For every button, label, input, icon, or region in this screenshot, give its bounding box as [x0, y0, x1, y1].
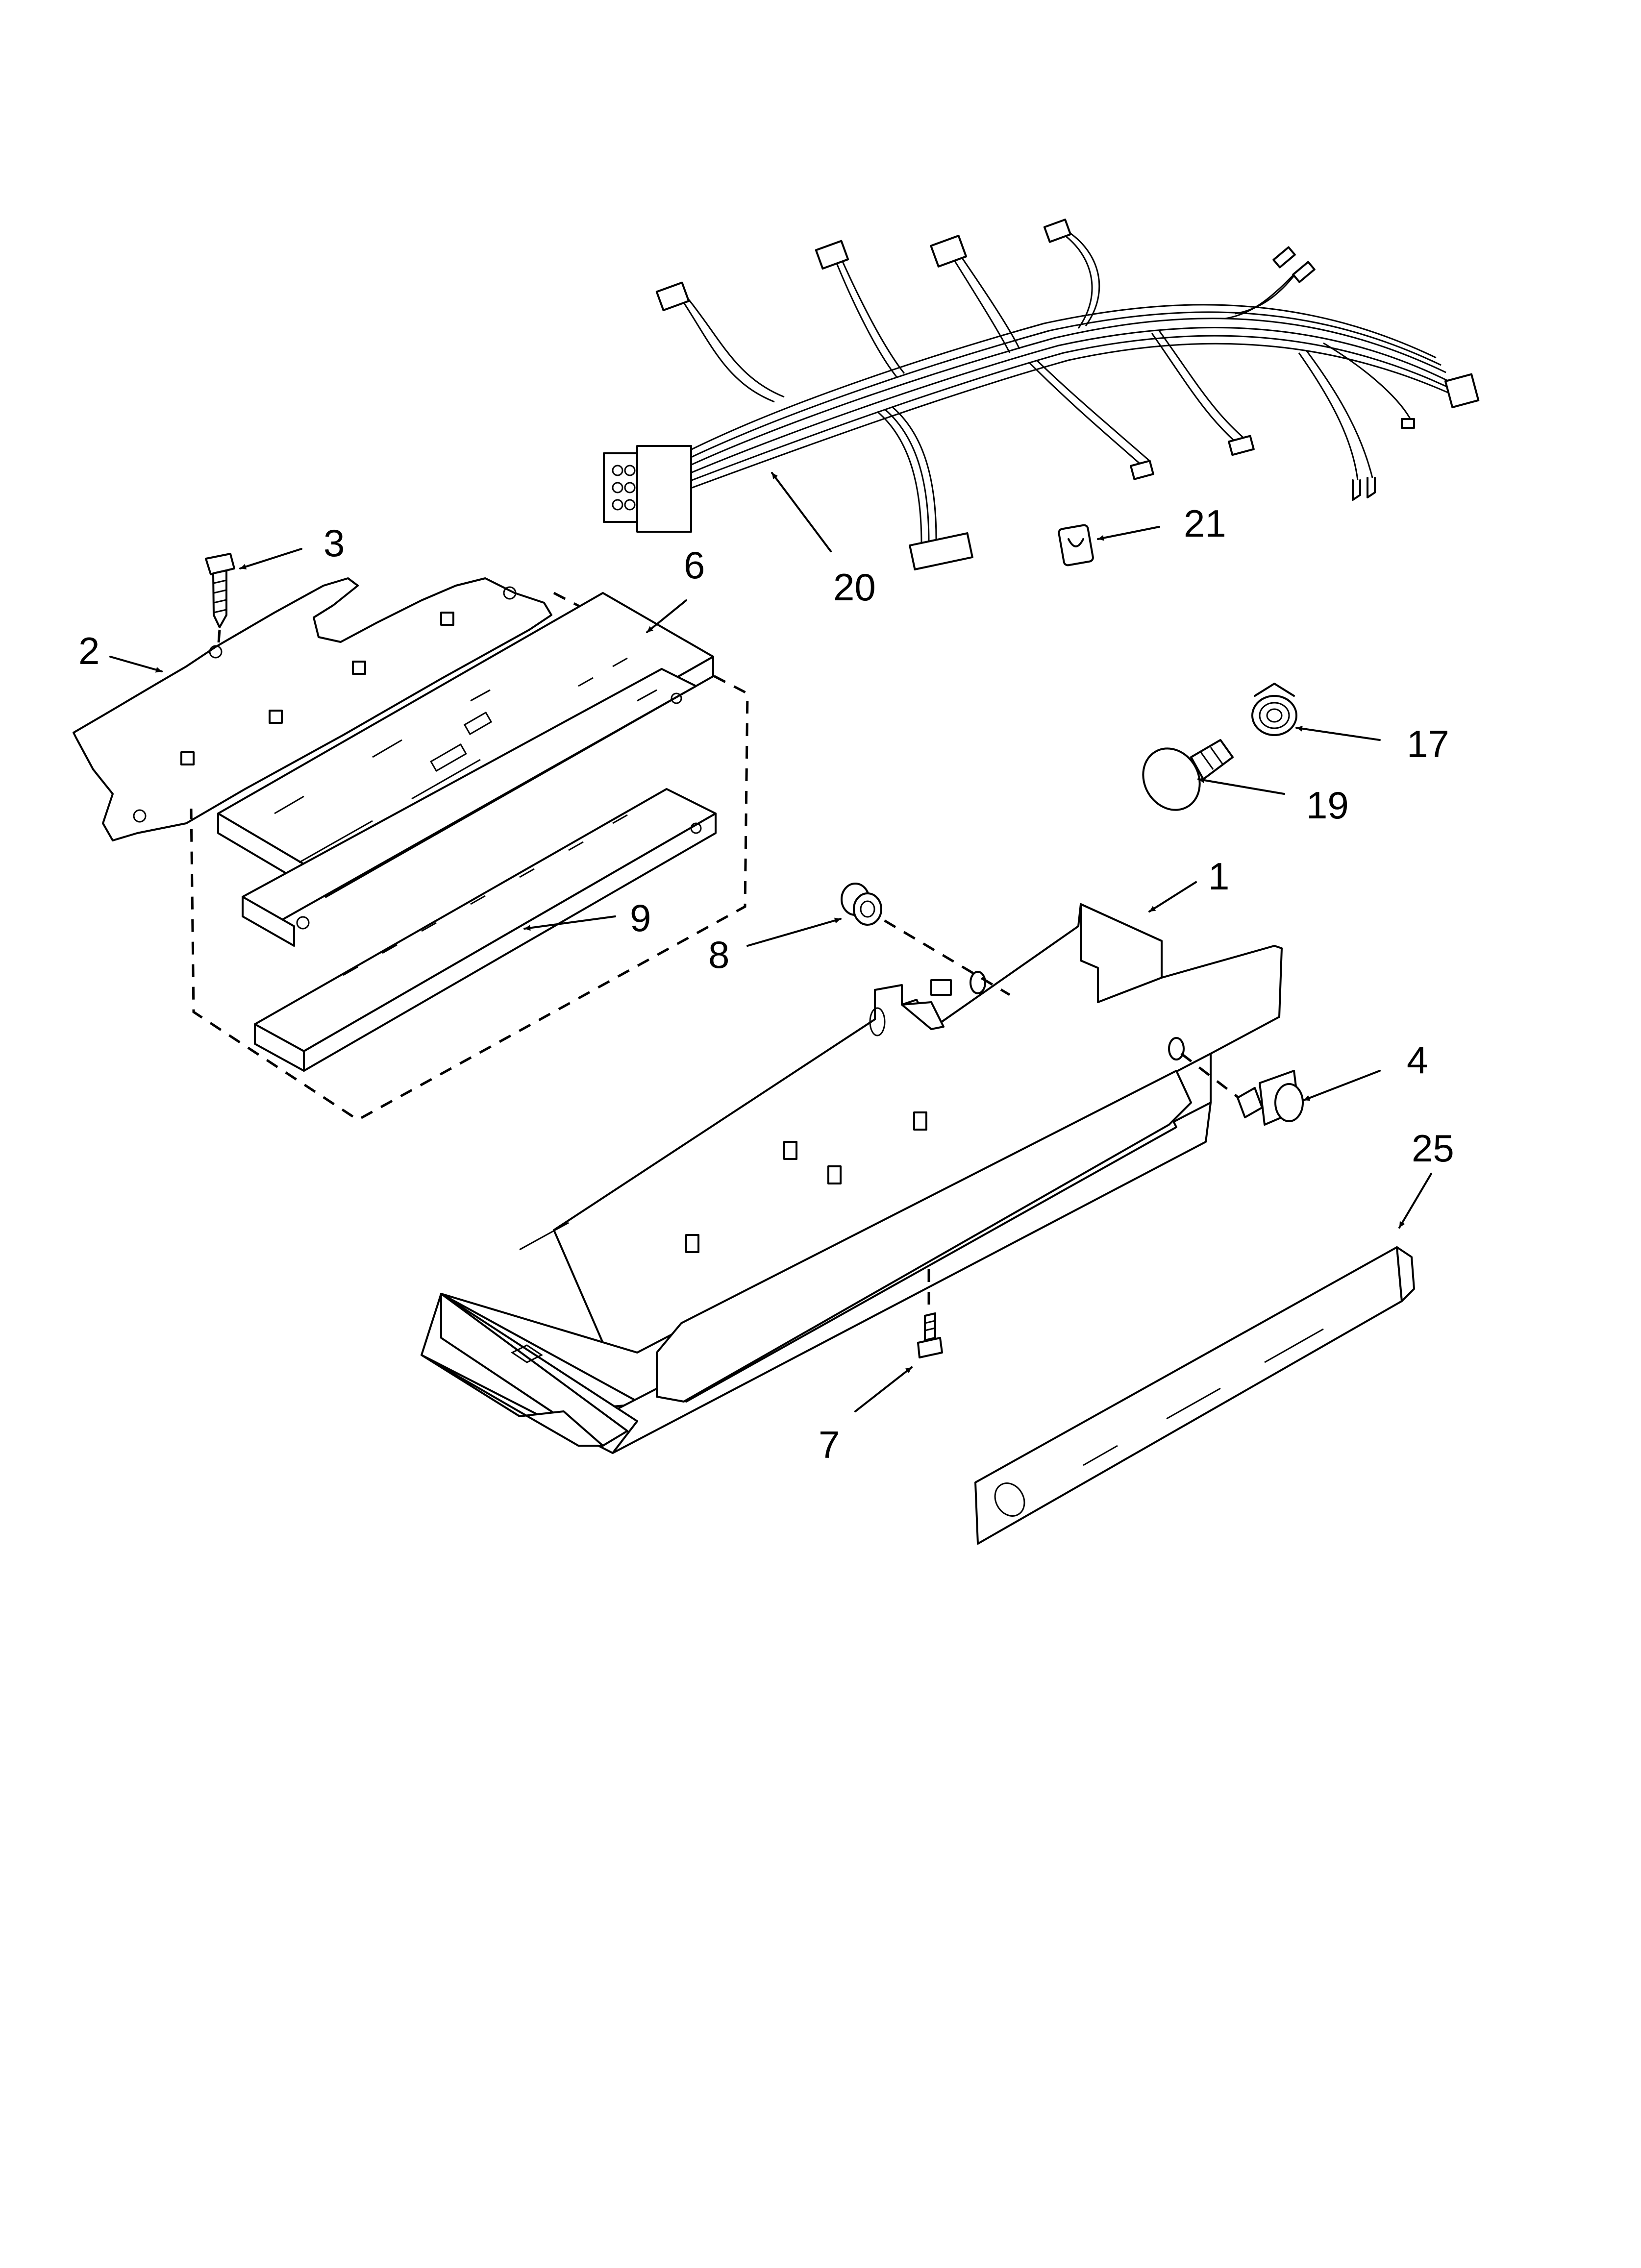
leader-9 — [523, 915, 616, 931]
callout-25: 25 — [1412, 1127, 1454, 1170]
callout-17: 17 — [1407, 722, 1449, 765]
overlay-panel — [974, 1246, 1415, 1545]
leader-2 — [109, 656, 163, 673]
callout-8: 8 — [708, 933, 729, 976]
lamp-socket — [1251, 683, 1297, 736]
leader-8 — [746, 917, 842, 947]
wire-harness — [603, 219, 1480, 570]
leader-1 — [1148, 881, 1197, 912]
leader-7 — [854, 1366, 913, 1412]
leader-21 — [1097, 526, 1160, 541]
leader-19 — [1197, 777, 1285, 795]
leader-25 — [1398, 1173, 1432, 1229]
callout-20: 20 — [833, 566, 876, 609]
callout-4: 4 — [1407, 1038, 1428, 1082]
six-pin-connector — [909, 532, 973, 570]
leader-3 — [239, 548, 302, 570]
screw-part-3 — [205, 553, 235, 650]
callout-6: 6 — [684, 543, 705, 587]
leader-4 — [1303, 1070, 1381, 1101]
callout-3: 3 — [323, 521, 345, 565]
control-housing — [421, 903, 1283, 1454]
leader-lines — [109, 472, 1432, 1412]
switch-part-4 — [1237, 1070, 1304, 1126]
plug-part-8 — [841, 883, 882, 926]
callout-9: 9 — [630, 896, 651, 939]
callout-2: 2 — [78, 629, 99, 672]
main-connector-shell — [636, 445, 692, 533]
callout-7: 7 — [819, 1423, 840, 1466]
callout-labels: 3 2 6 9 20 21 17 19 8 1 4 25 7 — [78, 502, 1454, 1466]
control-board-assembly — [190, 592, 749, 1121]
screw-part-7 — [917, 1269, 943, 1358]
clip-part — [1058, 524, 1094, 567]
mounting-bracket — [73, 577, 552, 841]
callout-1: 1 — [1208, 855, 1229, 898]
light-bulb — [1142, 739, 1234, 811]
callout-21: 21 — [1184, 502, 1226, 545]
callout-19: 19 — [1306, 784, 1349, 827]
leader-20 — [771, 472, 832, 552]
leader-6 — [646, 599, 687, 633]
leader-17 — [1295, 725, 1381, 741]
